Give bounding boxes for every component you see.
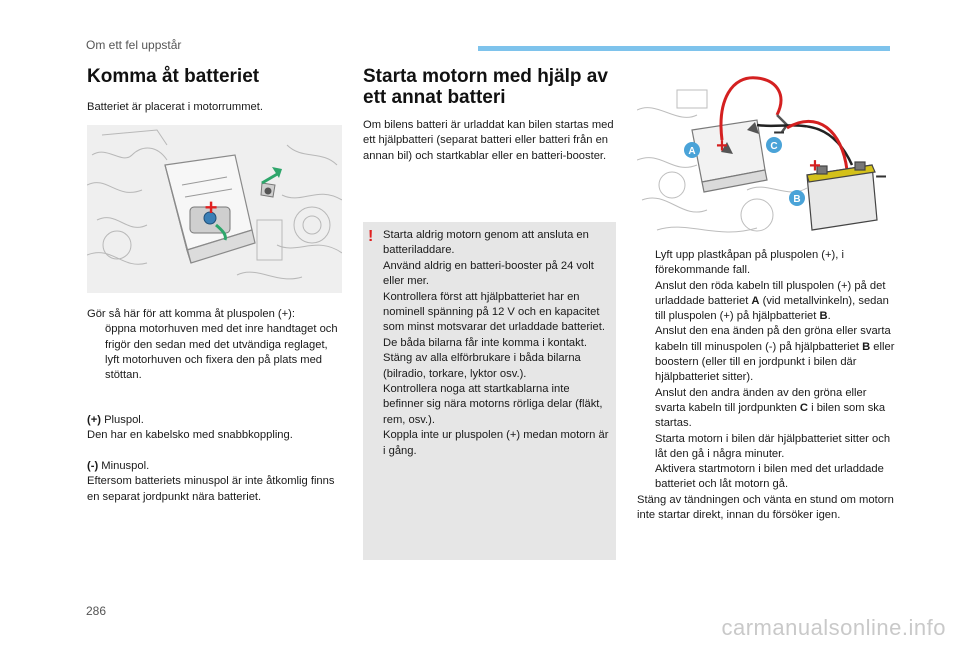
plus-terminal-symbol: + [205, 195, 218, 220]
steps-intro: Gör så här för att komma åt pluspolen (+… [87, 308, 295, 320]
minus-terminal-note: (-) Minuspol. Eftersom batteriets minusp… [87, 460, 335, 503]
step-item: lyft motorhuven och fixera den på plats … [105, 353, 323, 382]
engine-bay-figure: + [87, 125, 342, 293]
step-item: Anslut den röda kabeln till pluspolen (+… [655, 279, 889, 323]
warning-box: ! Starta aldrig motorn genom att ansluta… [363, 222, 616, 560]
access-steps: Gör så här för att komma åt pluspolen (+… [87, 307, 347, 383]
warning-icon: ! [368, 228, 374, 245]
label-a: A [688, 146, 695, 157]
warning-line: Kontrollera noga att startkablarna inte … [383, 383, 603, 426]
warning-line: Stäng av alla elförbrukare i båda bilarn… [383, 352, 581, 380]
plus-symbol-a: + [716, 135, 728, 157]
header-accent-bar [478, 46, 890, 51]
jump-start-figure: A C B + + – – [637, 70, 895, 242]
step-item: Anslut den ena änden på den gröna eller … [655, 325, 895, 384]
warning-line: De båda bilarna får inte komma i kontakt… [383, 336, 587, 349]
label-b: B [793, 194, 800, 205]
step-item: öppna motorhuven med det inre handtaget … [105, 323, 338, 351]
step-item: Anslut den andra änden av den gröna elle… [655, 386, 886, 430]
warning-line: Använd aldrig en batteri-booster på 24 v… [383, 259, 594, 288]
step-item: Aktivera startmotorn i bilen med det url… [655, 463, 884, 491]
jump-start-steps: Lyft upp plastkåpan på pluspolen (+), i … [637, 248, 895, 523]
warning-line: Kontrollera först att hjälpbatteriet har… [383, 290, 605, 334]
closing-note: Stäng av tändningen och vänta en stund o… [637, 493, 894, 522]
jump-start-intro: Om bilens batteri är urladdat kan bilen … [363, 119, 614, 162]
minus-symbol-b: – [875, 165, 886, 187]
heading-jump-start: Starta motorn med hjälp av ett annat bat… [363, 66, 608, 108]
intro-battery-location: Batteriet är placerat i motorrummet. [87, 101, 263, 113]
step-item: Starta motorn i bilen där hjälpbatteriet… [655, 432, 891, 460]
warning-line: Koppla inte ur pluspolen (+) medan motor… [383, 429, 609, 457]
watermark: carmanualsonline.info [721, 615, 946, 640]
step-item: Lyft upp plastkåpan på pluspolen (+), i … [655, 249, 844, 277]
warning-line: Starta aldrig motorn genom att ansluta e… [383, 229, 589, 257]
plus-symbol-b: + [809, 155, 821, 177]
plus-terminal-note: (+) Pluspol. Den har en kabelsko med sna… [87, 414, 293, 442]
label-c: C [770, 141, 777, 152]
section-title: Om ett fel uppstår [86, 38, 182, 52]
minus-symbol-c: – [773, 121, 784, 143]
heading-access-battery: Komma åt batteriet [87, 66, 260, 87]
page-number: 286 [86, 604, 107, 618]
